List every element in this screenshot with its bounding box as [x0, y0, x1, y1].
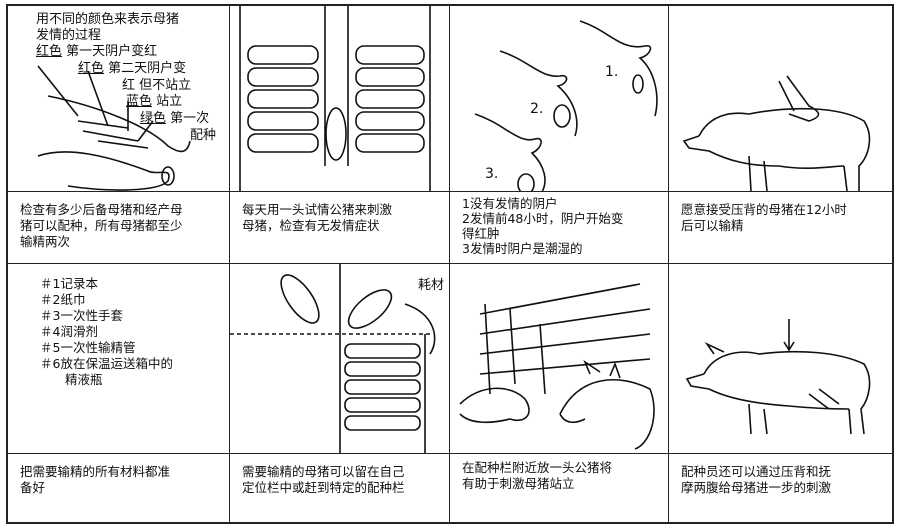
sow-rear-sketch — [37, 65, 191, 191]
materials-list: ＃1记录本 ＃2纸巾 ＃3一次性手套 ＃4润滑剂 ＃5一次性输精管 ＃6放在保温… — [40, 276, 173, 388]
caption-line: 每天用一头试情公猪来刺激 — [242, 202, 393, 217]
caption-line: 在配种栏附近放一头公猪将 — [462, 460, 613, 475]
caption-line: 2发情前48小时，阴户开始变 — [462, 211, 624, 226]
legend-title-2: 发情的过程 — [36, 28, 102, 43]
material-item: ＃6放在保温运送箱中的 — [40, 356, 173, 371]
vulva-stages-sketch — [474, 20, 658, 191]
stage-label-1: 1. — [605, 64, 619, 80]
stage-label-3: 3. — [485, 166, 499, 182]
sow-moving-to-pen-sketch — [230, 264, 436, 453]
panel-8-caption: 配种员还可以通过压背和抚 摩两腹给母猪进一步的刺激 — [669, 454, 894, 522]
caption-line: 检查有多少后备母猪和经产母 — [20, 202, 183, 217]
consumables-label: 耗材 — [418, 278, 445, 293]
panel-3-image: 1. 2. 3. — [450, 6, 669, 192]
panel-6-image: 耗材 — [230, 264, 450, 454]
green-text-2: 配种 — [190, 128, 217, 143]
blue-label: 蓝色 — [126, 94, 153, 109]
caption-line: 愿意接受压背的母猪在12小时 — [681, 202, 847, 217]
caption-line: 猪可以配种，所有母猪都至少 — [20, 218, 183, 233]
caption-line: 有助于刺激母猪站立 — [462, 476, 575, 491]
red-label-2: 红色 — [78, 61, 105, 76]
legend-title-1: 用不同的颜色来表示母猪 — [36, 12, 180, 27]
panel-6-caption: 需要输精的母猪可以留在自己 定位栏中或赶到特定的配种栏 — [230, 454, 450, 522]
green-text: 第一次 — [170, 111, 210, 126]
caption-line: 把需要输精的所有材料都准 — [20, 464, 171, 479]
caption-line: 输精两次 — [20, 234, 71, 249]
material-item: ＃4润滑剂 — [40, 324, 98, 339]
panel-4-caption: 愿意接受压背的母猪在12小时 后可以输精 — [669, 192, 894, 264]
panel-8-image — [669, 264, 894, 454]
caption-line: 后可以输精 — [681, 218, 744, 233]
material-item: ＃5一次性输精管 — [40, 340, 136, 355]
caption-line: 备好 — [20, 480, 46, 495]
back-pressure-sow-sketch — [682, 75, 871, 191]
panel-7-caption: 在配种栏附近放一头公猪将 有助于刺激母猪站立 — [450, 454, 669, 522]
caption-line: 摩两腹给母猪进一步的刺激 — [681, 480, 832, 495]
panel-5-image: ＃1记录本 ＃2纸巾 ＃3一次性手套 ＃4润滑剂 ＃5一次性输精管 ＃6放在保温… — [8, 264, 230, 454]
panel-4-image — [669, 6, 894, 192]
material-item: ＃3一次性手套 — [40, 308, 123, 323]
panel-1-caption: 检查有多少后备母猪和经产母 猪可以配种，所有母猪都至少 输精两次 — [8, 192, 230, 264]
panel-1-image: 用不同的颜色来表示母猪 发情的过程 红色 第一天阴户变红 红色 第二天阴户变 红… — [8, 6, 230, 192]
caption-line: 定位栏中或赶到特定的配种栏 — [242, 480, 405, 495]
stage-label-2: 2. — [530, 101, 544, 117]
red-text-2b: 红 但不站立 — [122, 78, 192, 93]
caption-line: 母猪，检查有无发情症状 — [242, 218, 380, 233]
material-item: 精液瓶 — [40, 372, 103, 387]
flank-rubbing-sow-sketch — [685, 319, 871, 435]
caption-line: 需要输精的母猪可以留在自己 — [242, 464, 405, 479]
panel-2-image — [230, 6, 450, 192]
instruction-grid: 用不同的颜色来表示母猪 发情的过程 红色 第一天阴户变红 红色 第二天阴户变 红… — [6, 4, 894, 524]
caption-line: 1没有发情的阴户 — [462, 196, 558, 211]
caption-line: 配种员还可以通过压背和抚 — [681, 464, 832, 479]
stalls-boar-sketch — [239, 6, 431, 191]
boar-near-pen-sketch — [459, 283, 655, 450]
material-item: ＃1记录本 — [40, 276, 98, 291]
panel-2-caption: 每天用一头试情公猪来刺激 母猪，检查有无发情症状 — [230, 192, 450, 264]
green-label: 绿色 — [140, 111, 167, 126]
blue-text: 站立 — [156, 94, 183, 109]
panel-3-caption: 1没有发情的阴户 2发情前48小时，阴户开始变 得红肿 3发情时阴户是潮湿的 — [450, 192, 669, 264]
material-item: ＃2纸巾 — [40, 292, 86, 307]
caption-line: 3发情时阴户是潮湿的 — [462, 241, 583, 256]
red-label-1: 红色 — [36, 44, 63, 59]
red-text-2: 第二天阴户变 — [108, 61, 187, 76]
red-text-1: 第一天阴户变红 — [66, 44, 158, 59]
caption-line: 得红肿 — [462, 226, 500, 241]
panel-5-caption: 把需要输精的所有材料都准 备好 — [8, 454, 230, 522]
panel-7-image — [450, 264, 669, 454]
